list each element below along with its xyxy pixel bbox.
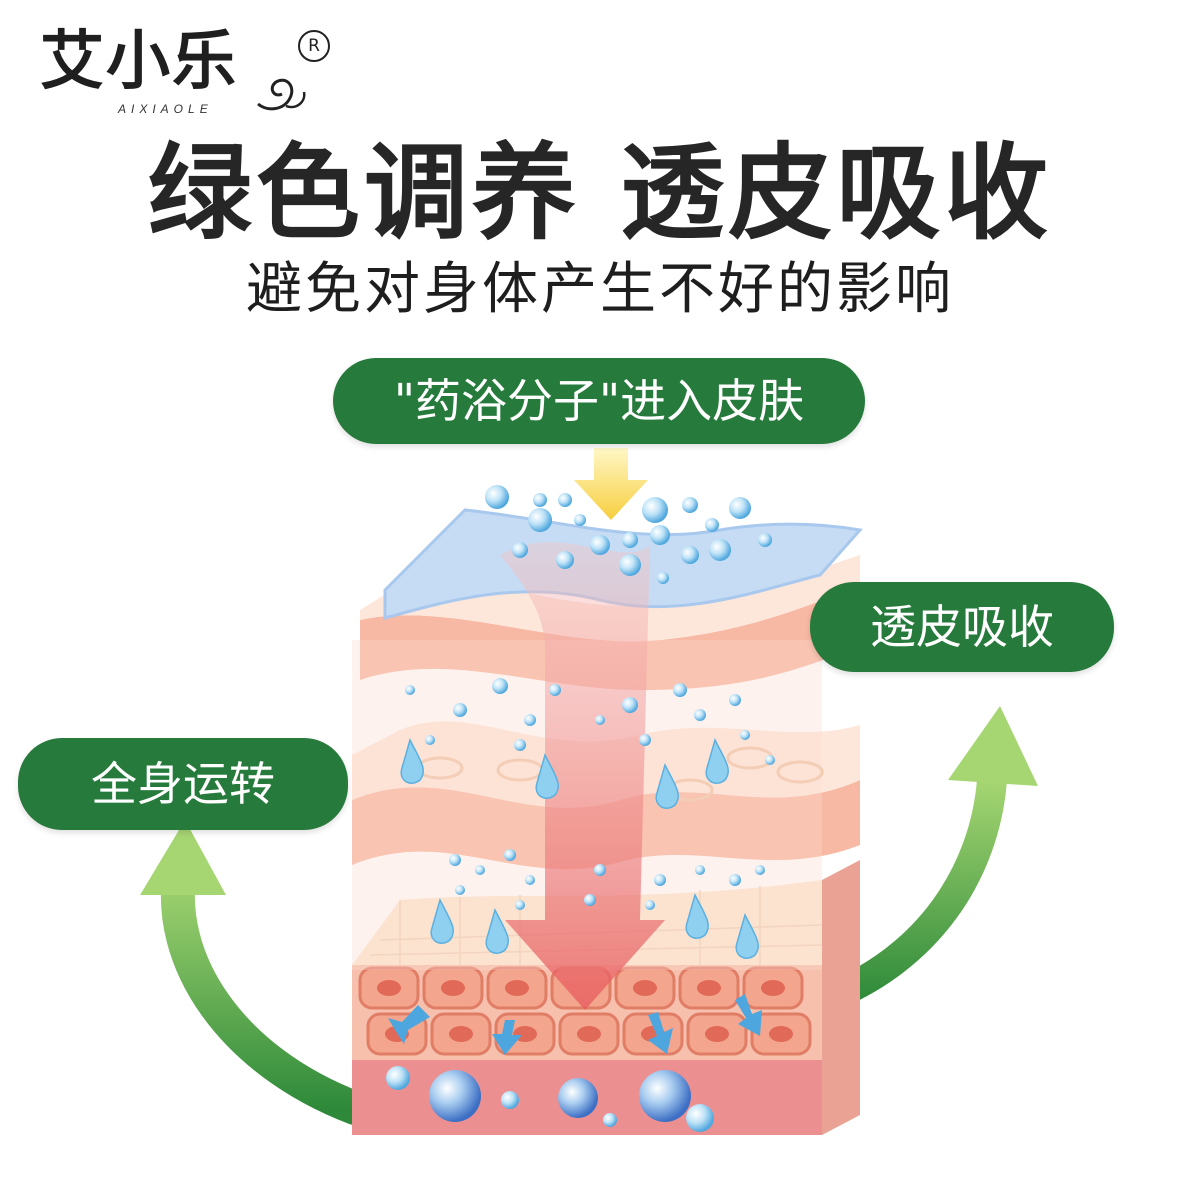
brand-logo: 艾小乐 R AIXIAOLE bbox=[40, 22, 340, 132]
label-transdermal: 透皮吸收 bbox=[810, 582, 1114, 672]
bubbles-mid bbox=[405, 678, 775, 765]
down-arrow-icon bbox=[574, 448, 648, 520]
page-title: 绿色调养 透皮吸收 bbox=[147, 132, 1053, 254]
label-enter-skin: "药浴分子"进入皮肤 bbox=[333, 358, 865, 444]
brand-romanized: AIXIAOLE bbox=[118, 102, 213, 116]
registered-icon: R bbox=[298, 30, 330, 62]
page-subtitle: 避免对身体产生不好的影响 bbox=[246, 257, 954, 322]
cell-arrows bbox=[388, 994, 762, 1055]
brand-name: 艾小乐 bbox=[40, 24, 238, 99]
curved-arrow-right bbox=[807, 706, 1038, 1015]
absorption-arrow bbox=[500, 542, 665, 1010]
bubbles-lower bbox=[449, 849, 765, 910]
label-whole-body: 全身运转 bbox=[18, 738, 348, 830]
droplets bbox=[400, 737, 759, 959]
bubbles-dermis bbox=[386, 1066, 714, 1132]
swirl-icon bbox=[257, 78, 306, 111]
curved-arrow-left bbox=[140, 820, 372, 1125]
bubbles-surface bbox=[485, 485, 772, 584]
